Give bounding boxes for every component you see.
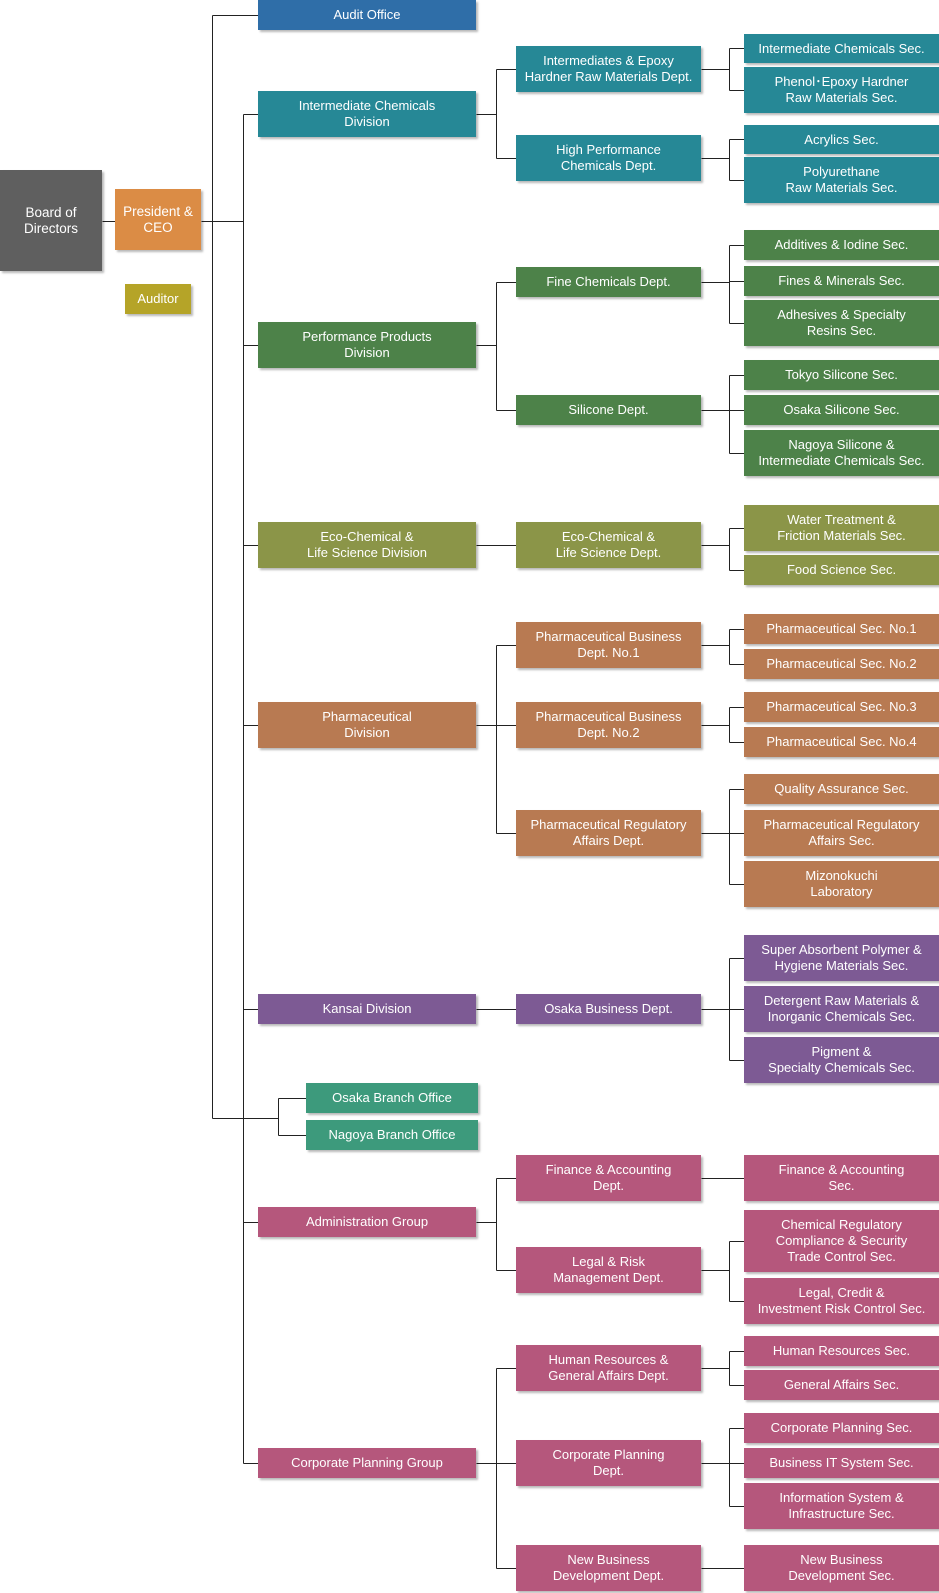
additives-iodine-sec: Additives & Iodine Sec. xyxy=(744,230,939,260)
corporate-planning-dept: Corporate Planning Dept. xyxy=(516,1440,701,1486)
pharma-regulatory-affairs-sec: Pharmaceutical Regulatory Affairs Sec. xyxy=(744,810,939,856)
polyurethane-sec: Polyurethane Raw Materials Sec. xyxy=(744,157,939,203)
new-business-development-sec: New Business Development Sec. xyxy=(744,1545,939,1591)
pharma-sec-no2: Pharmaceutical Sec. No.2 xyxy=(744,649,939,679)
pharma-business-dept-no1: Pharmaceutical Business Dept. No.1 xyxy=(516,622,701,668)
adhesives-specialty-resins-sec: Adhesives & Specialty Resins Sec. xyxy=(744,300,939,346)
quality-assurance-sec: Quality Assurance Sec. xyxy=(744,774,939,804)
performance-products-division: Performance Products Division xyxy=(258,322,476,368)
tokyo-silicone-sec: Tokyo Silicone Sec. xyxy=(744,360,939,390)
finance-accounting-sec: Finance & Accounting Sec. xyxy=(744,1155,939,1201)
nagoya-silicone-sec: Nagoya Silicone & Intermediate Chemicals… xyxy=(744,430,939,476)
audit-office-box: Audit Office xyxy=(258,0,476,30)
detergent-raw-materials-sec: Detergent Raw Materials & Inorganic Chem… xyxy=(744,986,939,1032)
hr-general-affairs-dept: Human Resources & General Affairs Dept. xyxy=(516,1345,701,1391)
fine-chemicals-dept: Fine Chemicals Dept. xyxy=(516,267,701,297)
auditor-box: Auditor xyxy=(125,284,191,314)
kansai-division: Kansai Division xyxy=(258,994,476,1024)
eco-chemical-dept: Eco-Chemical & Life Science Dept. xyxy=(516,522,701,568)
silicone-dept: Silicone Dept. xyxy=(516,395,701,425)
pharma-business-dept-no2: Pharmaceutical Business Dept. No.2 xyxy=(516,702,701,748)
finance-accounting-dept: Finance & Accounting Dept. xyxy=(516,1155,701,1201)
pharmaceutical-division: Pharmaceutical Division xyxy=(258,702,476,748)
chemical-regulatory-compliance-sec: Chemical Regulatory Compliance & Securit… xyxy=(744,1210,939,1272)
human-resources-sec: Human Resources Sec. xyxy=(744,1336,939,1366)
intermediates-epoxy-dept: Intermediates & Epoxy Hardner Raw Materi… xyxy=(516,46,701,92)
osaka-business-dept: Osaka Business Dept. xyxy=(516,994,701,1024)
business-it-system-sec: Business IT System Sec. xyxy=(744,1448,939,1478)
food-science-sec: Food Science Sec. xyxy=(744,555,939,585)
board-of-directors-box: Board of Directors xyxy=(0,170,102,271)
acrylics-sec: Acrylics Sec. xyxy=(744,125,939,154)
water-treatment-sec: Water Treatment & Friction Materials Sec… xyxy=(744,505,939,551)
general-affairs-sec: General Affairs Sec. xyxy=(744,1370,939,1400)
intermediate-chemicals-division: Intermediate Chemicals Division xyxy=(258,91,476,137)
pharma-sec-no4: Pharmaceutical Sec. No.4 xyxy=(744,727,939,757)
pharma-sec-no3: Pharmaceutical Sec. No.3 xyxy=(744,692,939,722)
fines-minerals-sec: Fines & Minerals Sec. xyxy=(744,266,939,296)
new-business-development-dept: New Business Development Dept. xyxy=(516,1545,701,1591)
phenol-epoxy-sec: Phenol･Epoxy Hardner Raw Materials Sec. xyxy=(744,67,939,113)
nagoya-branch-office: Nagoya Branch Office xyxy=(306,1120,478,1150)
pigment-specialty-chemicals-sec: Pigment & Specialty Chemicals Sec. xyxy=(744,1037,939,1083)
administration-group: Administration Group xyxy=(258,1207,476,1237)
osaka-branch-office: Osaka Branch Office xyxy=(306,1083,478,1113)
eco-chemical-division: Eco-Chemical & Life Science Division xyxy=(258,522,476,568)
super-absorbent-polymer-sec: Super Absorbent Polymer & Hygiene Materi… xyxy=(744,935,939,981)
pharma-sec-no1: Pharmaceutical Sec. No.1 xyxy=(744,614,939,644)
mizonokuchi-laboratory: Mizonokuchi Laboratory xyxy=(744,861,939,907)
president-ceo-box: President & CEO xyxy=(115,189,201,250)
corporate-planning-group: Corporate Planning Group xyxy=(258,1448,476,1478)
information-system-infrastructure-sec: Information System & Infrastructure Sec. xyxy=(744,1483,939,1529)
intermediate-chemicals-sec: Intermediate Chemicals Sec. xyxy=(744,34,939,63)
pharma-regulatory-affairs-dept: Pharmaceutical Regulatory Affairs Dept. xyxy=(516,810,701,856)
legal-risk-management-dept: Legal & Risk Management Dept. xyxy=(516,1247,701,1293)
legal-credit-investment-sec: Legal, Credit & Investment Risk Control … xyxy=(744,1278,939,1324)
osaka-silicone-sec: Osaka Silicone Sec. xyxy=(744,395,939,425)
high-performance-chemicals-dept: High Performance Chemicals Dept. xyxy=(516,135,701,181)
corporate-planning-sec: Corporate Planning Sec. xyxy=(744,1413,939,1443)
